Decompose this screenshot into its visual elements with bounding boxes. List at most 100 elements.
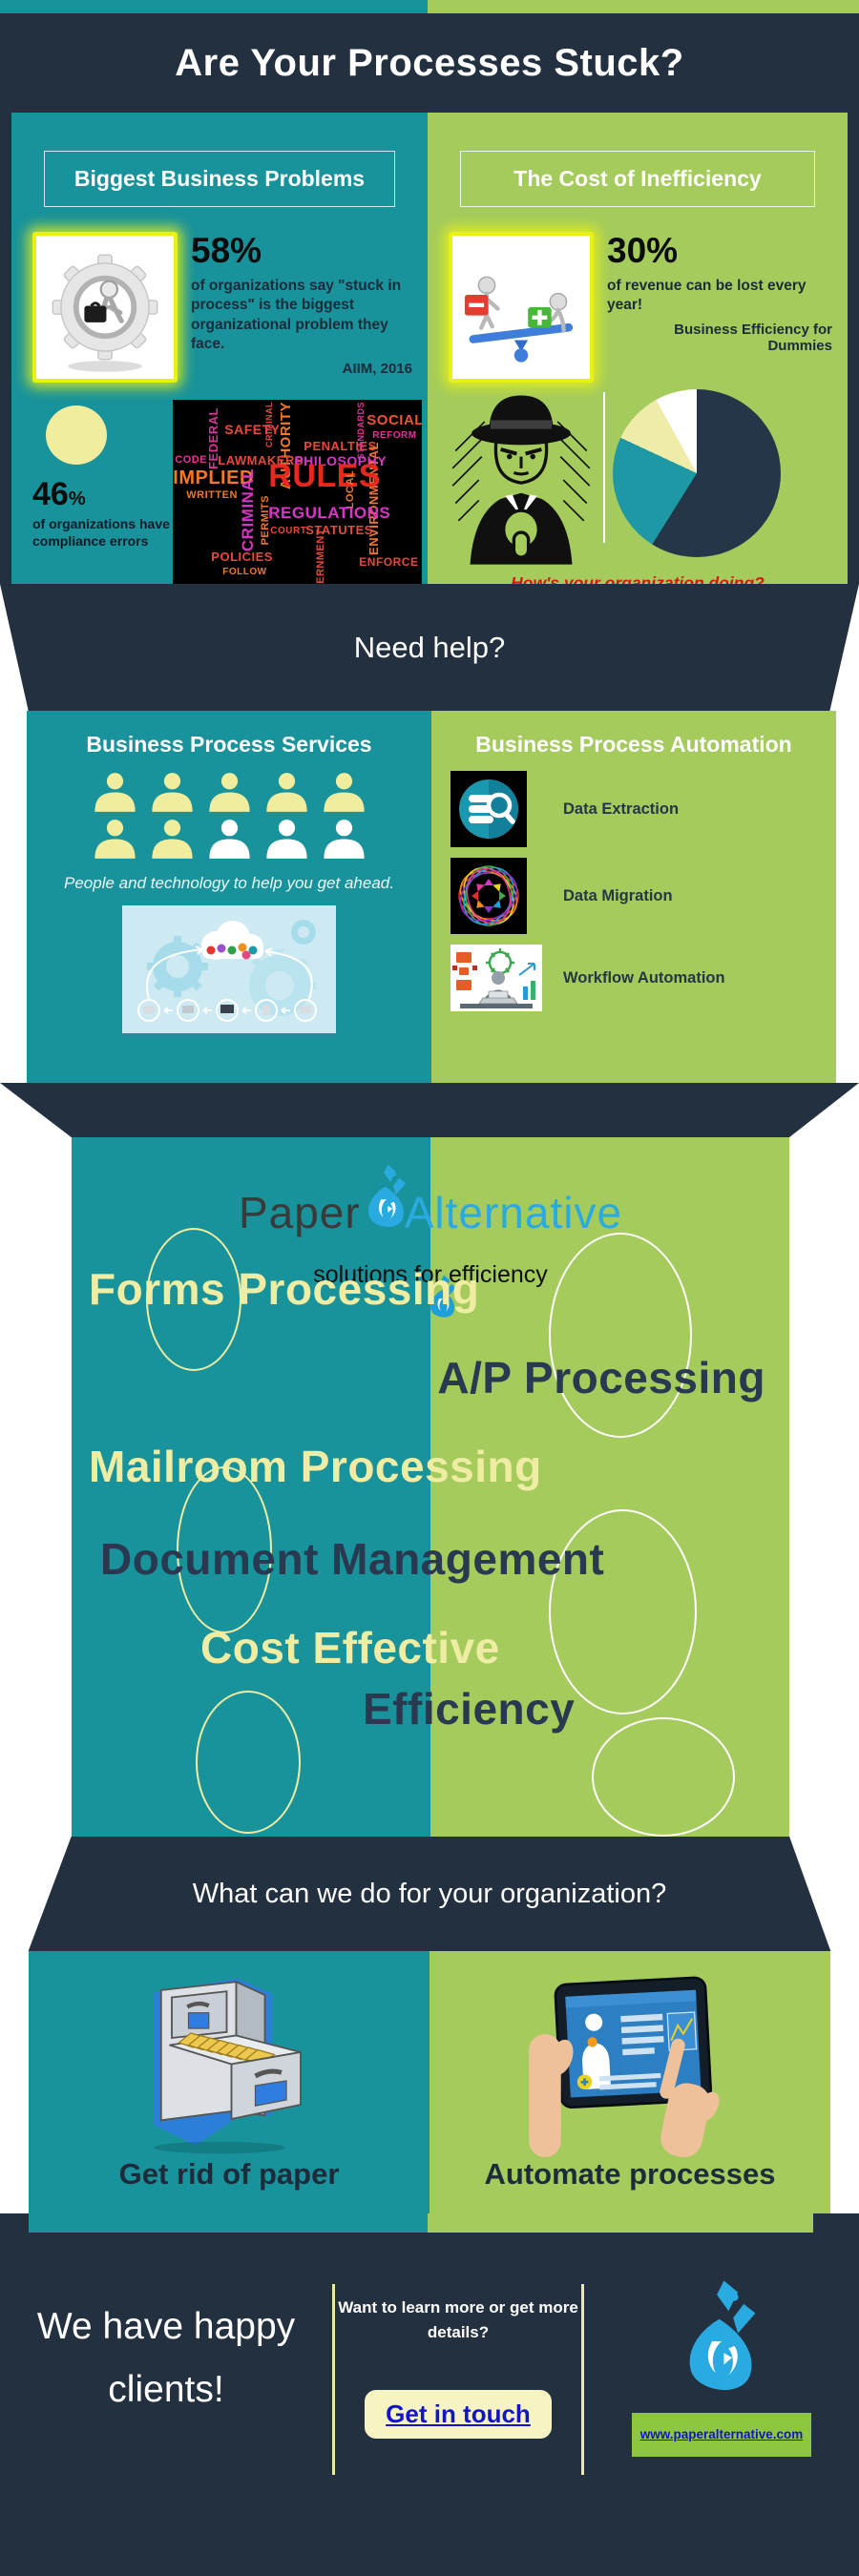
strip-green [428,2213,813,2233]
column-get-rid-of-paper: Get rid of paper [29,1951,430,2213]
rules-word: CRIMINAL [264,402,275,447]
transition-band [0,1083,859,1137]
person-icon [93,820,137,859]
need-help-title: Need help? [353,630,506,664]
people-grid [27,773,431,859]
stat-46-row: 46% of organizations have compliance err… [32,400,422,587]
workflow-automation-icon [450,945,542,1011]
person-icon [93,773,137,812]
rules-word: PHILOSOPHY [294,453,388,468]
person-icon [264,773,309,812]
rules-word: SAFETY [224,422,281,437]
cta-title: What can we do for your organization? [192,1878,667,1909]
rules-word: STANDARDS [356,402,367,460]
stat-46-value: 46% [32,476,86,512]
column-automation: Business Process Automation [431,711,836,1083]
data-migration-icon [450,858,527,934]
organization-row [441,388,842,566]
list-item-data-migration: Data Migration [450,858,836,934]
uncle-sam-illustration [441,388,601,566]
website-link[interactable]: www.paperalternative.com [639,2427,804,2441]
footer-divider [332,2284,335,2475]
rules-word: SOCIAL [367,412,422,428]
list-item-data-extraction: Data Extraction [450,771,836,847]
stat-30-source: Business Efficiency for Dummies [674,321,832,354]
rules-word: FOLLOW [222,567,267,577]
data-extraction-label: Data Extraction [563,800,680,818]
top-color-strip [0,0,859,13]
footer-content: We have happy clients! Want to learn mor… [0,2213,859,2475]
data-extraction-icon [450,771,527,847]
gear-man-illustration [32,232,178,383]
tablet-hands-illustration [529,1976,720,2157]
stat-58-text: 58% of organizations say "stuck in proce… [178,231,412,383]
decor-circle [549,1509,697,1714]
cloud-word-ap: A/P Processing [437,1353,765,1402]
person-icon [207,820,252,859]
get-in-touch-button[interactable]: Get in touch [365,2389,552,2439]
person-icon [150,820,195,859]
stat-30-body: of revenue can be lost every year! [607,277,807,314]
strip-teal [0,0,428,13]
get-rid-of-paper-caption: Get rid of paper [118,2157,340,2191]
decor-circle [592,1717,735,1837]
section-actions: Get rid of paper [0,1951,859,2213]
problems-title-box: Biggest Business Problems [44,151,395,207]
cloud-word-efficiency: Efficiency [363,1684,576,1734]
stat-46-block: 46% of organizations have compliance err… [32,400,173,587]
strip-green [428,0,859,13]
cloud-technology-illustration [122,905,336,1033]
yellow-dot [46,405,107,465]
cloud-word-document: Document Management [100,1534,605,1584]
rules-word: WRITTEN [186,489,238,501]
divider-line [603,392,605,543]
stat-58-body: of organizations say "stuck in process" … [191,277,402,353]
rules-word: PENALTIES [304,439,377,453]
footer-color-strip [29,2213,813,2233]
column-services: Business Process Services People and tec… [27,711,431,1083]
person-icon [322,773,367,812]
stat-30-text: 30% of revenue can be lost every year! B… [594,231,832,383]
brand-tagline: solutions for efficiency [313,1261,548,1288]
header-band: Are Your Processes Stuck? [0,13,859,113]
services-tagline: People and technology to help you get ah… [64,874,394,892]
brand-panel: Paper Alternative solutions for efficien… [72,1137,789,1837]
cloud-word-forms: Forms Processing [89,1264,480,1314]
page-title: Are Your Processes Stuck? [175,41,684,84]
decor-circle [177,1466,272,1633]
stat-58-row: 58% of organizations say "stuck in proce… [32,231,412,383]
rules-word: RULES [268,458,382,494]
footer-brand-block: www.paperalternative.com [584,2280,859,2457]
stat-58-value: 58% [191,231,262,270]
automation-list: Data Extraction [450,771,836,1011]
rules-word: REFORM [372,430,417,441]
contact-prompt: Want to learn more or get more details? [338,2298,578,2342]
person-icon [150,773,195,812]
decor-circle [146,1228,241,1371]
column-automate-processes: Automate processes [430,1951,830,2213]
cloud-word-mailroom: Mailroom Processing [89,1442,542,1491]
section-problems-costs: Biggest Business Problems [0,113,859,592]
footer: We have happy clients! Want to learn mor… [0,2213,859,2576]
cloud-word-cost: Cost Effective [200,1623,500,1672]
rules-word: POLICIES [211,550,273,564]
stat-30-row: 30% of revenue can be lost every year! B… [449,231,832,383]
stat-58-source: AIIM, 2016 [342,360,412,377]
file-cabinet-illustration [154,1978,302,2154]
brand-word-alternative: Alternative [404,1188,623,1237]
happy-clients-headline: We have happy clients! [36,2306,296,2411]
rules-word: ENFORCE [359,555,419,569]
person-icon [207,773,252,812]
decor-circle [549,1233,692,1438]
rules-word: CODE [175,454,208,466]
rules-word: LAWMAKERS [218,453,304,467]
automate-processes-caption: Automate processes [484,2157,776,2191]
person-icon [322,820,367,859]
rules-word: GOVERNMENT [315,529,327,587]
drop-logo-icon [689,2280,756,2391]
seesaw-illustration [449,232,594,383]
column-biggest-problems: Biggest Business Problems [11,113,428,587]
services-title: Business Process Services [86,732,372,757]
